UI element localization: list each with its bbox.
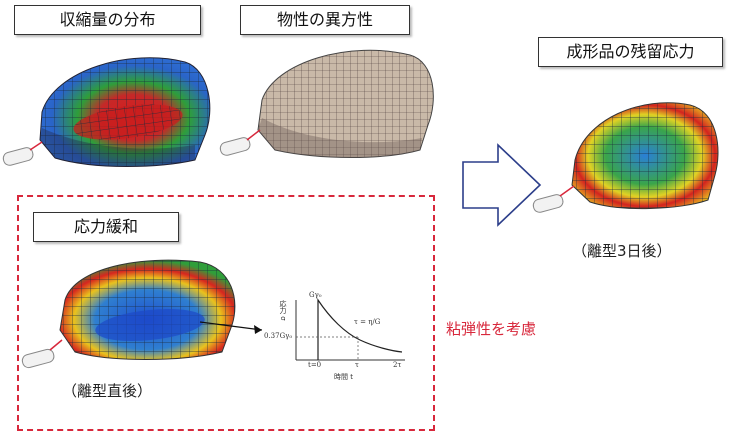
relaxation-label: 応力緩和 [33, 212, 179, 242]
plot-tau-formula: τ = η/G [354, 318, 381, 326]
plot-y-label: 応力 σ [279, 300, 287, 321]
anisotropy-label: 物性の異方性 [240, 5, 410, 35]
plot-x-tick-1: τ [355, 361, 359, 369]
plot-x-tick-0: t=0 [308, 361, 322, 369]
stress-relaxation-region [17, 195, 435, 431]
plot-x-label: 時間 t [334, 373, 353, 381]
residual-stress-label: 成形品の残留応力 [538, 37, 723, 67]
flow-arrow [462, 143, 542, 227]
plot-peak-label: Gγ₀ [309, 291, 322, 299]
right-after-caption: （離型直後） [62, 382, 153, 400]
after-3days-caption: （離型3日後） [572, 242, 672, 260]
viscoelastic-note: 粘弾性を考慮 [446, 320, 537, 338]
plot-level-label: 0.37Gγ₀ [264, 332, 293, 340]
plot-x-tick-2: 2τ [393, 361, 402, 369]
shrinkage-label: 収縮量の分布 [14, 5, 201, 35]
